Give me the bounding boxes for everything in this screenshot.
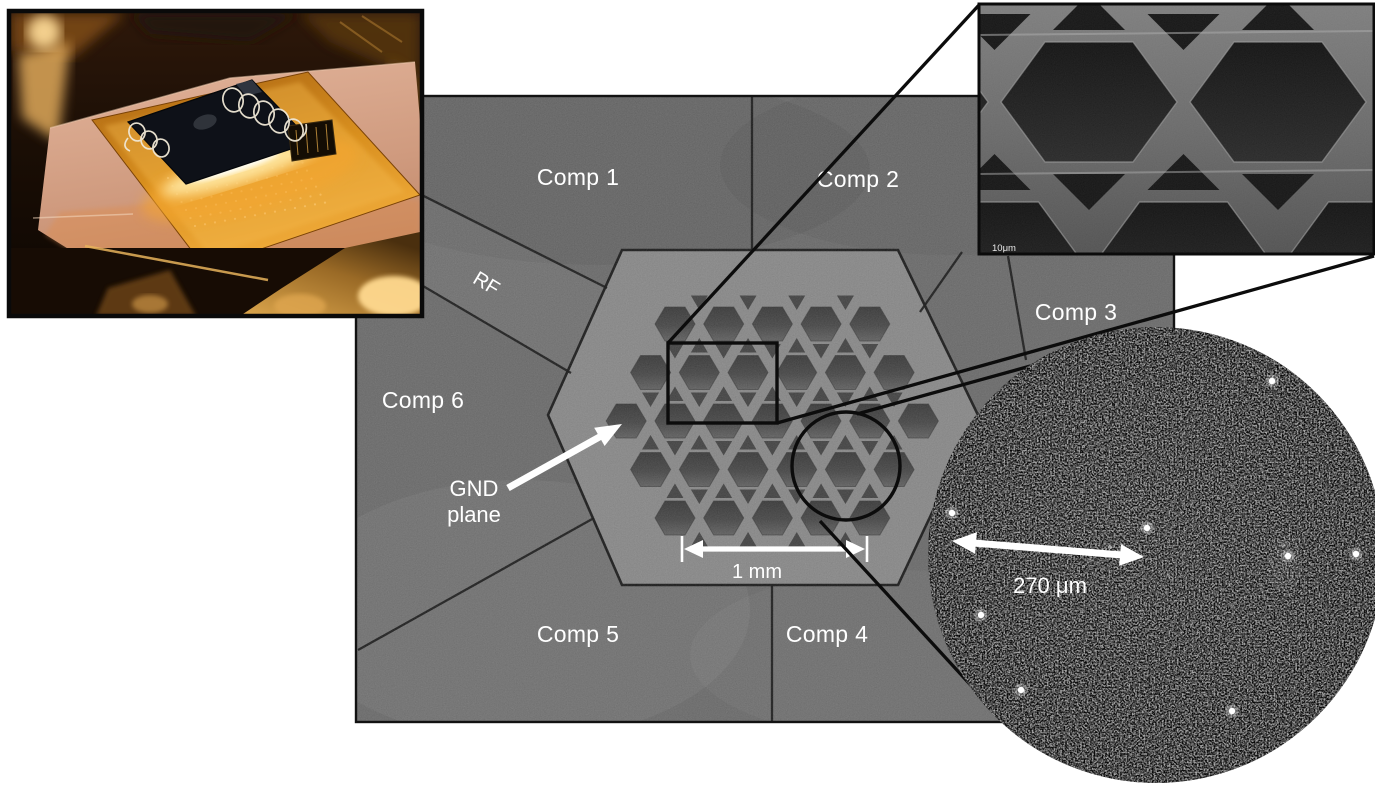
board-via-dot — [193, 224, 197, 228]
board-via-dot — [213, 221, 217, 224]
bond-slot — [287, 119, 337, 162]
gnd-label-line1: GND — [450, 476, 499, 501]
ion-dot — [1265, 374, 1279, 388]
comp2-label: Comp 2 — [817, 166, 899, 192]
chip-photo-inset — [6, 8, 425, 319]
hex-inset-grain — [979, 4, 1374, 254]
ion-fluorescence-inset: 270 μm — [928, 327, 1375, 783]
mesh-hole — [907, 0, 1083, 2]
zoom-region-circle — [790, 410, 902, 522]
board-via-dot — [323, 201, 327, 204]
gnd-arrow-head — [594, 424, 622, 446]
board-via-dot — [273, 210, 277, 213]
hexagon-mesh-inset: 10μm — [907, 0, 1375, 350]
gold-foil-foreground — [11, 232, 420, 314]
ion-dot — [974, 608, 988, 622]
hex-inset-border — [977, 2, 1375, 256]
comp5-label: Comp 5 — [537, 621, 619, 647]
ion-scale-arrow-head-left — [952, 532, 977, 554]
ion-scale-label: 270 μm — [1013, 573, 1087, 598]
board-via-dot — [253, 214, 257, 217]
gnd-label-line2: plane — [447, 502, 501, 527]
gnd-arrow-shaft — [506, 431, 605, 492]
wirebond-loops — [124, 87, 308, 158]
board-via-dot — [319, 193, 322, 196]
board-via-dot — [303, 205, 307, 208]
ion-scale-bar: 270 μm — [952, 532, 1144, 598]
ion-dot-faint — [1298, 633, 1302, 637]
ion-dot — [1140, 521, 1154, 535]
ion-dot-faint — [1281, 543, 1285, 547]
ion-dot-faint — [1166, 574, 1170, 578]
ion-dot — [1225, 704, 1239, 718]
ion-speckle-noise — [928, 327, 1375, 783]
ion-dots — [945, 374, 1363, 718]
ion-dot-faint — [1108, 545, 1112, 549]
connector-line-box-topleft — [666, 3, 981, 345]
gnd-plane-callout: GND plane — [447, 424, 622, 527]
ion-dot — [1281, 549, 1295, 563]
ion-scale-arrow-head-right — [1119, 544, 1144, 566]
ion-dot — [945, 506, 959, 520]
board-via-dot — [309, 195, 312, 198]
board-via-dot — [223, 219, 227, 222]
mesh-hole — [1285, 0, 1375, 2]
board-via-dot — [243, 215, 247, 219]
hex-inset-scale-label: 10μm — [992, 243, 1016, 254]
mesh-triangle — [1242, 314, 1314, 350]
chip-reflection — [236, 80, 262, 96]
comp3-label: Comp 3 — [1035, 299, 1117, 325]
ion-faint-cloud — [1268, 538, 1302, 592]
ion-dot — [1349, 547, 1363, 561]
board-via-dot — [233, 217, 237, 220]
photo-border — [6, 8, 425, 319]
board-via-dot — [263, 212, 267, 215]
board-via-dot — [313, 203, 317, 206]
substrate-edge-highlight — [49, 61, 416, 129]
substrate-scratch — [32, 213, 134, 219]
scale-bar-label: 1 mm — [732, 561, 782, 583]
board-via-dot — [299, 197, 302, 200]
zoom-region-box — [666, 341, 779, 425]
comp4-label: Comp 4 — [786, 621, 868, 647]
connector-line-box-bottomright — [776, 254, 1375, 425]
board-via-dot — [203, 223, 207, 226]
ion-dot — [1014, 683, 1028, 697]
comp6-label: Comp 6 — [382, 387, 464, 413]
board-via-dot — [293, 206, 297, 210]
mesh-hole — [1096, 0, 1272, 2]
board-via-dot — [283, 208, 287, 211]
ion-dot-faint — [1088, 558, 1092, 562]
trap-mesh-region — [193, 114, 217, 130]
ion-scale-arrow-shaft — [973, 539, 1123, 559]
scale-arrow-head-left — [684, 540, 703, 558]
comp1-label: Comp 1 — [537, 164, 619, 190]
